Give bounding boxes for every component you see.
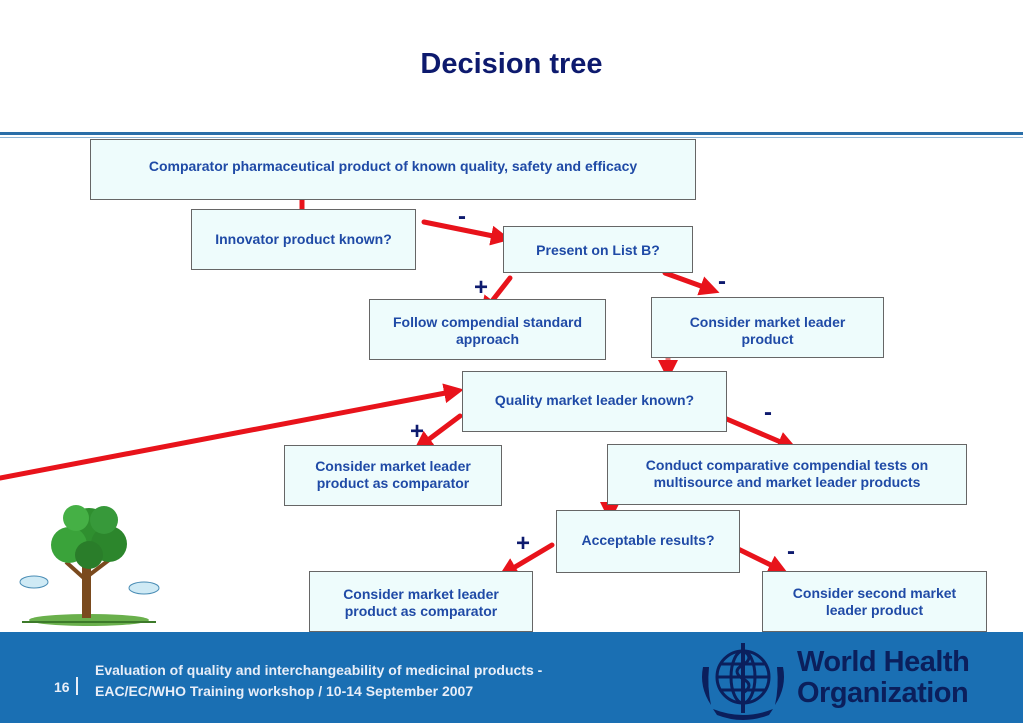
sign-plus-1: + bbox=[474, 274, 489, 301]
title-divider bbox=[0, 132, 1023, 135]
box-list-b-label: Present on List B? bbox=[536, 242, 660, 258]
title-divider-thin bbox=[0, 137, 1023, 138]
box-innovator-known: Innovator product known? bbox=[191, 209, 416, 270]
organization-name: World Health Organization bbox=[797, 646, 970, 709]
sign-minus-2: - bbox=[718, 268, 726, 295]
box-second-label: Consider second market leader product bbox=[792, 585, 957, 618]
box-comparator: Comparator pharmaceutical product of kno… bbox=[90, 139, 696, 200]
footer-line-2: EAC/EC/WHO Training workshop / 10-14 Sep… bbox=[95, 683, 474, 699]
arrow-acceptable-comparator bbox=[498, 542, 555, 578]
box-compendial-label: Follow compendial standard approach bbox=[392, 314, 583, 347]
arrow-quality-comparator bbox=[413, 413, 463, 451]
tree-icon bbox=[19, 505, 160, 626]
arrow-long-to-quality bbox=[0, 383, 464, 481]
box-leader-as-comparator-1: Consider market leader product as compar… bbox=[284, 445, 502, 506]
who-emblem-icon bbox=[702, 643, 784, 720]
organization-name-line-2: Organization bbox=[797, 677, 969, 709]
box-leader-label: Consider market leader product bbox=[689, 314, 846, 347]
box-quality-leader-known: Quality market leader known? bbox=[462, 371, 727, 432]
sign-minus-4: - bbox=[787, 538, 795, 565]
arrow-listb-leader bbox=[662, 270, 720, 296]
footer-caption: Evaluation of quality and interchangeabi… bbox=[95, 660, 542, 702]
footer-bar bbox=[0, 632, 1023, 723]
box-conduct-tests: Conduct comparative compendial tests on … bbox=[607, 444, 967, 505]
box-acceptable-results: Acceptable results? bbox=[556, 510, 740, 573]
page-number-divider bbox=[76, 677, 78, 695]
footer-line-1: Evaluation of quality and interchangeabi… bbox=[95, 662, 543, 678]
box-tests-label: Conduct comparative compendial tests on … bbox=[645, 457, 929, 490]
arrow-innovator-listb bbox=[421, 219, 511, 246]
box-consider-market-leader: Consider market leader product bbox=[651, 297, 884, 358]
box-innovator-label: Innovator product known? bbox=[215, 231, 392, 247]
box-comparator-label: Comparator pharmaceutical product of kno… bbox=[148, 158, 638, 174]
box-quality-label: Quality market leader known? bbox=[494, 392, 695, 408]
box-second-leader: Consider second market leader product bbox=[762, 571, 987, 632]
sign-plus-3: + bbox=[516, 530, 531, 557]
arrow-quality-tests bbox=[719, 414, 798, 451]
box-comparator-2-label: Consider market leader product as compar… bbox=[343, 586, 499, 619]
box-present-list-b: Present on List B? bbox=[503, 226, 693, 273]
sign-plus-2: + bbox=[410, 418, 425, 445]
sign-minus-3: - bbox=[764, 399, 772, 426]
page-number: 16 bbox=[54, 679, 70, 695]
page-title: Decision tree bbox=[420, 48, 603, 80]
box-acceptable-label: Acceptable results? bbox=[581, 532, 715, 548]
box-comparator-1-label: Consider market leader product as compar… bbox=[315, 458, 471, 491]
box-follow-compendial: Follow compendial standard approach bbox=[369, 299, 606, 360]
sign-minus-1: - bbox=[458, 203, 466, 230]
organization-name-line-1: World Health bbox=[797, 646, 970, 678]
box-leader-as-comparator-2: Consider market leader product as compar… bbox=[309, 571, 533, 632]
